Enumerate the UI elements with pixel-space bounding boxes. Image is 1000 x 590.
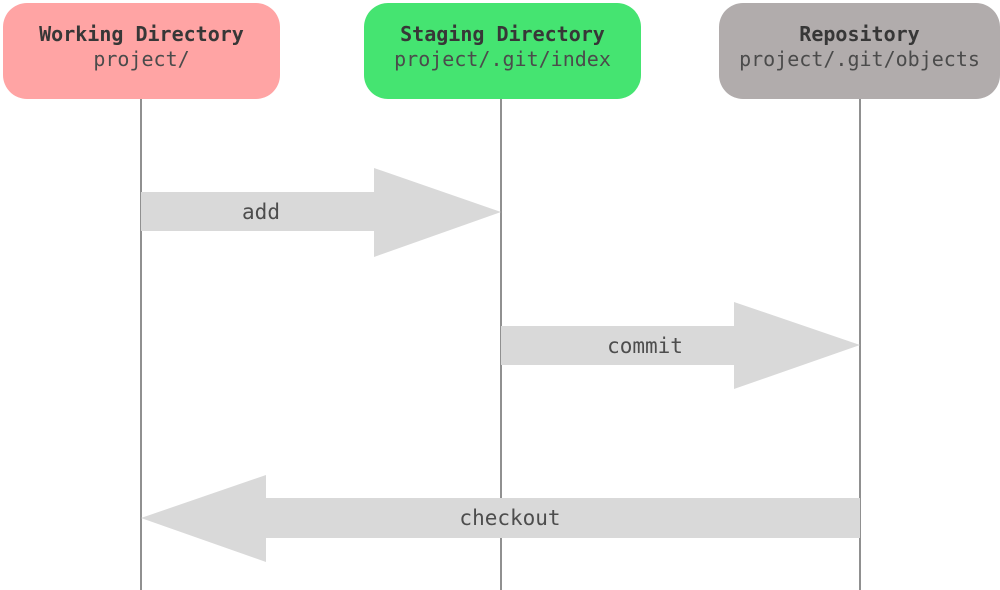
node-staging-directory: Staging Directory project/.git/index [364, 3, 641, 99]
node-working-directory: Working Directory project/ [3, 3, 280, 99]
node-title: Working Directory [39, 22, 244, 46]
arrow-label-commit: commit [607, 334, 683, 358]
arrow-commit [501, 302, 860, 389]
node-repository: Repository project/.git/objects [719, 3, 1000, 99]
arrow-label-add: add [242, 200, 280, 224]
node-title: Repository [799, 22, 920, 46]
node-title: Staging Directory [400, 22, 605, 46]
arrow-label-checkout: checkout [459, 506, 561, 530]
arrow-add [141, 168, 501, 257]
arrow-checkout [141, 475, 860, 562]
node-subtitle: project/.git/index [394, 47, 611, 71]
node-subtitle: project/ [93, 47, 190, 71]
node-subtitle: project/.git/objects [739, 47, 980, 71]
